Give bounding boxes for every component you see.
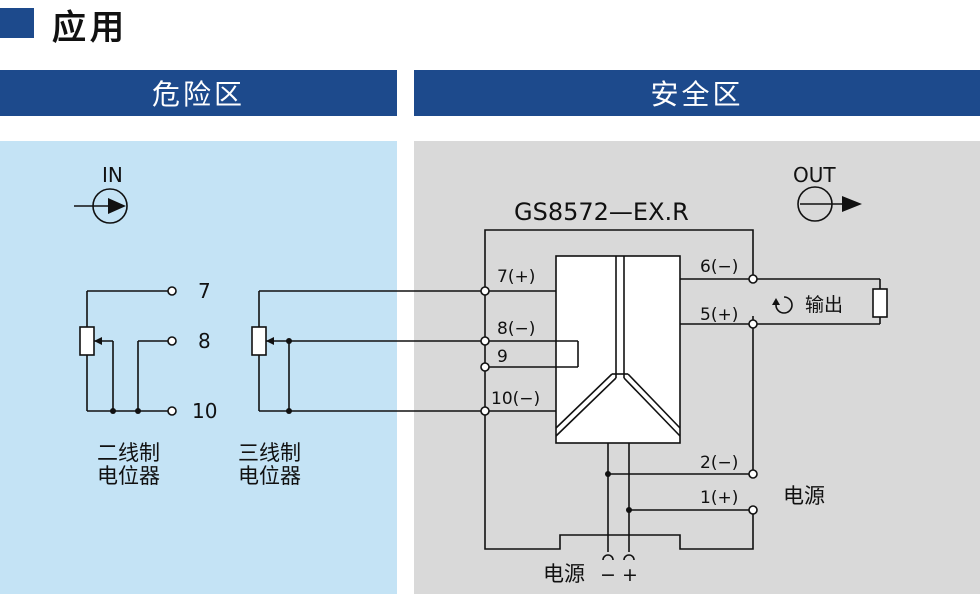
power-minus-terminal (602, 554, 614, 561)
two-wire-label-line2: 电位器 (97, 464, 160, 488)
terminal-8-label: 8(−) (497, 319, 535, 339)
input-arrow-icon (74, 188, 128, 224)
terminal-2-label: 2(−) (700, 453, 738, 473)
hazardous-zone-area (0, 141, 397, 594)
output-arrow-icon (797, 186, 862, 222)
power-polarity-label: − + (600, 564, 638, 586)
terminal-7-label: 7(+) (497, 267, 535, 287)
two-wire-label-line1: 二线制 (97, 441, 160, 465)
three-wire-potentiometer (251, 290, 482, 412)
output-label: OUT (793, 163, 836, 187)
hazardous-zone-header: 危险区 (0, 70, 397, 116)
power-plus-terminal (623, 554, 635, 561)
terminal-10-label: 10(−) (491, 389, 540, 409)
device-enclosure (484, 229, 754, 550)
power-right-label: 电源 (783, 484, 825, 508)
page-title: 应用 (52, 8, 128, 48)
title-marker (0, 8, 34, 38)
field-terminal-8: 8 (198, 329, 211, 353)
isolator-block (555, 255, 681, 444)
three-wire-label-line2: 电位器 (238, 464, 301, 488)
field-terminal-10: 10 (192, 399, 217, 423)
load-resistor (757, 278, 888, 325)
terminal-6-label: 6(−) (700, 257, 738, 277)
terminal-9-label: 9 (497, 347, 508, 367)
power-bottom-label: 电源 (543, 562, 585, 586)
device-model: GS8572—EX.R (514, 198, 689, 226)
current-loop-icon (775, 296, 793, 314)
terminal-5-label: 5(+) (700, 305, 738, 325)
input-label: IN (102, 163, 123, 187)
two-wire-potentiometer (79, 290, 168, 412)
field-terminal-7: 7 (198, 279, 211, 303)
output-text: 输出 (805, 294, 843, 316)
three-wire-label-line1: 三线制 (238, 441, 301, 465)
terminal-1-label: 1(+) (700, 488, 738, 508)
safe-zone-header: 安全区 (414, 70, 980, 116)
